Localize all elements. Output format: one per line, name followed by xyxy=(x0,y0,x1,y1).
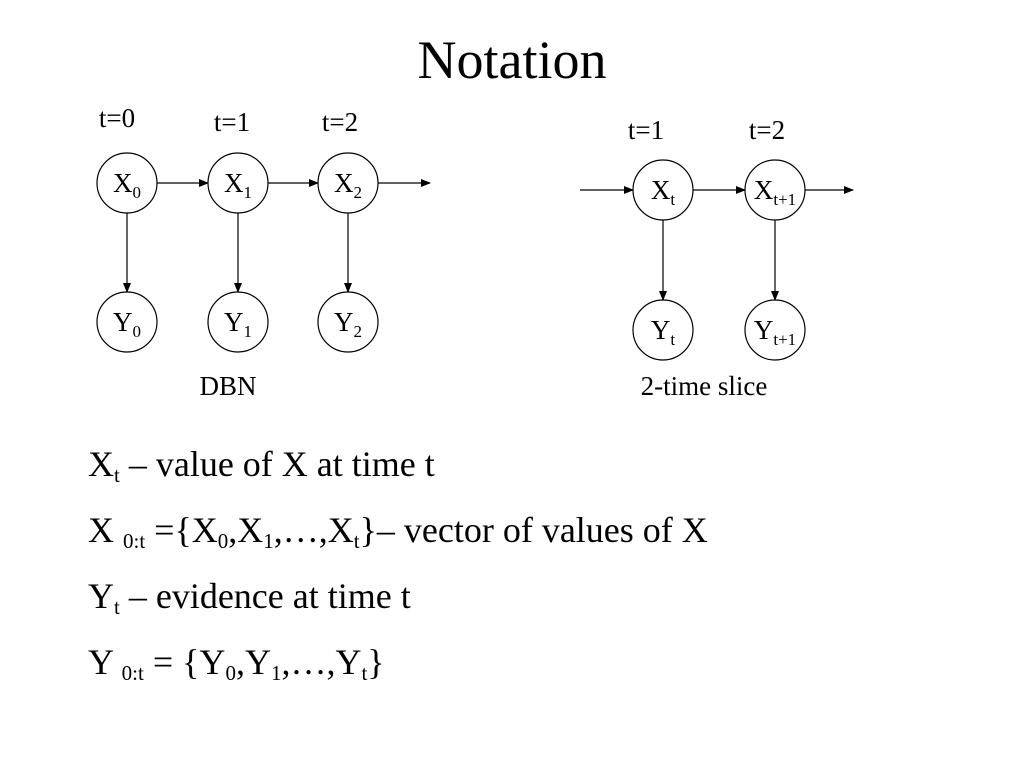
notation-text: X xyxy=(88,444,114,484)
notation-subscript: 0:t xyxy=(121,661,144,685)
notation-line: X 0:t ={X0,X1,…,Xt}– vector of values of… xyxy=(88,512,708,556)
dbn-caption: DBN xyxy=(199,371,256,401)
notation-line: Y 0:t = {Y0,Y1,…,Yt} xyxy=(88,644,708,688)
dbn-evidence-node-label: Y2 xyxy=(334,307,362,341)
notation-subscript: t xyxy=(114,463,120,487)
slice-caption: 2-time slice xyxy=(641,371,768,401)
notation-subscript: 0:t xyxy=(123,529,146,553)
notation-text: ,X xyxy=(228,510,264,550)
notation-text: X xyxy=(88,510,123,550)
notation-line: Yt – evidence at time t xyxy=(88,578,708,622)
notation-subscript: t xyxy=(361,661,368,685)
dbn-hidden-node-label: X0 xyxy=(113,168,141,202)
dbn-hidden-node-circle xyxy=(207,152,269,214)
dbn-hidden-node-label: X2 xyxy=(334,168,362,202)
notation-text: = {Y xyxy=(143,642,226,682)
dbn-time-label: t=2 xyxy=(322,107,358,137)
notation-text: }– vector of values of X xyxy=(359,510,708,550)
notation-text: – value of X at time t xyxy=(119,444,435,484)
notation-text: ,Y xyxy=(235,642,271,682)
dbn-evidence-node-label: Y1 xyxy=(224,307,252,341)
slide-title: Notation xyxy=(417,30,607,90)
slice-evidence-node-circle xyxy=(632,299,694,361)
notation-subscript: t xyxy=(353,529,360,553)
notation-text: – evidence at time t xyxy=(119,576,411,616)
slice-evidence-node-label: Yt+1 xyxy=(754,315,796,349)
slice-hidden-node-circle xyxy=(744,159,806,221)
slice-hidden-node-circle xyxy=(632,159,694,221)
notation-subscript: 0 xyxy=(225,661,236,685)
notation-subscript: 0 xyxy=(217,529,229,553)
slice-hidden-node-label: Xt+1 xyxy=(754,175,796,209)
dbn-hidden-node-label: X1 xyxy=(224,168,252,202)
slice-time-label: t=1 xyxy=(628,115,664,145)
dbn-time-label: t=1 xyxy=(214,107,250,137)
slice-evidence-node-circle xyxy=(744,299,806,361)
notation-text: ={X xyxy=(145,510,218,550)
dbn-time-label: t=0 xyxy=(99,103,135,133)
slice-hidden-node-label: Xt xyxy=(651,175,676,209)
dbn-hidden-node-circle xyxy=(96,152,158,214)
dbn-evidence-node-circle xyxy=(317,291,379,353)
notation-text: Y xyxy=(88,576,114,616)
two-time-slice-diagram: t=1 t=2Xt Xt+1Yt Yt+1 2-time slice xyxy=(580,115,854,401)
dbn-evidence-node-label: Y0 xyxy=(113,307,141,341)
notation-line: Xt – value of X at time t xyxy=(88,446,708,490)
dbn-evidence-node-circle xyxy=(96,291,158,353)
notation-subscript: 1 xyxy=(270,661,282,685)
dbn-hidden-node-circle xyxy=(317,152,379,214)
notation-text: ,…,X xyxy=(273,510,354,550)
notation-text: ,…,Y xyxy=(281,642,362,682)
notation-text: Y xyxy=(88,642,122,682)
notation-subscript: 1 xyxy=(263,529,274,553)
slice-time-label: t=2 xyxy=(749,115,785,145)
slice-evidence-node-label: Yt xyxy=(651,315,676,349)
notation-text: } xyxy=(367,642,385,682)
notation-subscript: t xyxy=(114,595,120,619)
dbn-evidence-node-circle xyxy=(207,291,269,353)
